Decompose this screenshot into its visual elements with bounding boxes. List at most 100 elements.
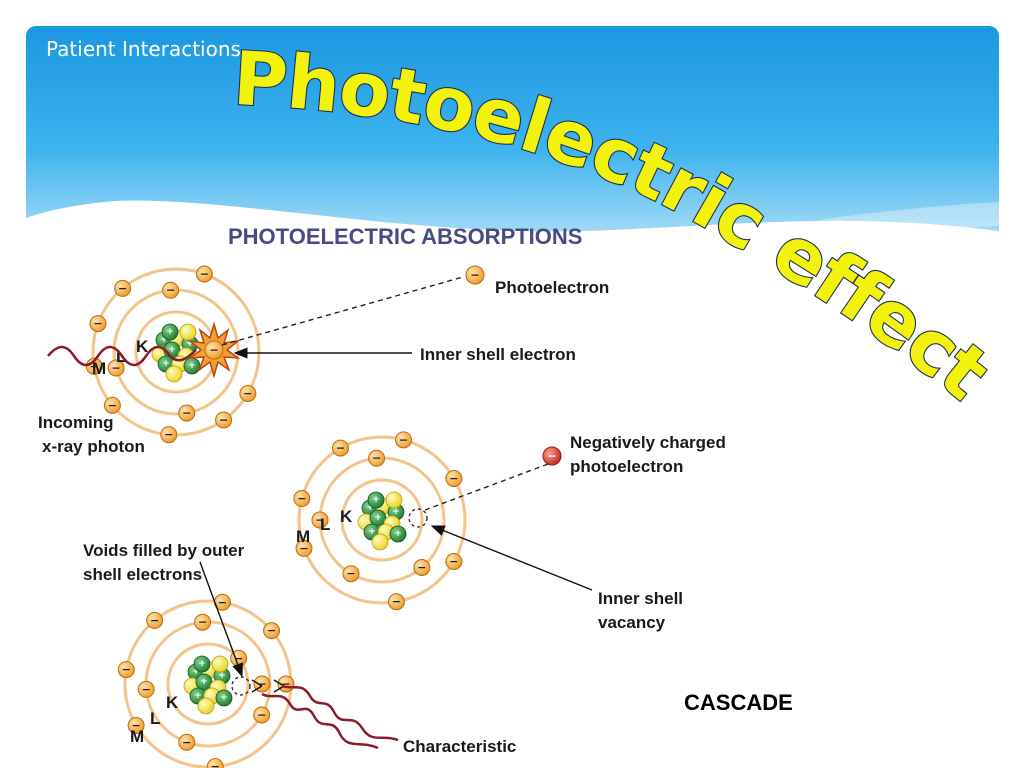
electron-sign: −	[449, 472, 458, 485]
proton-sign: +	[188, 361, 196, 371]
proton-sign: +	[394, 529, 402, 539]
electron-sign: −	[299, 542, 308, 555]
orbit-k	[166, 642, 250, 726]
proton	[193, 655, 211, 673]
proton-sign: +	[366, 503, 374, 513]
proton-sign: +	[218, 671, 226, 681]
electron-sign: −	[346, 567, 355, 580]
electron	[137, 680, 155, 698]
proton-sign: +	[192, 667, 200, 677]
atom-cascade: ++++++−−−−−−−−−−−MLK−−	[117, 593, 295, 768]
electron	[387, 593, 405, 611]
electron	[127, 717, 145, 734]
shell-label-m: M	[130, 727, 144, 746]
electron-sign: −	[200, 268, 209, 281]
proton-sign: +	[198, 659, 206, 669]
neutron	[211, 655, 229, 673]
svg-text:−: −	[470, 269, 479, 282]
proton	[195, 673, 213, 691]
proton-sign: +	[392, 507, 400, 517]
neutron	[179, 323, 197, 341]
electron-sign: −	[417, 561, 426, 574]
photoelectron-icon: −	[465, 265, 485, 285]
electron	[160, 426, 178, 444]
electron-sign: −	[297, 492, 306, 505]
electron-sign: −	[209, 344, 218, 357]
electron	[89, 315, 107, 333]
electron	[263, 622, 281, 640]
proton-sign: +	[168, 345, 176, 355]
electron-sign: −	[399, 433, 408, 446]
electron-sign: −	[93, 317, 102, 330]
label-incoming-1: Incoming	[38, 413, 114, 432]
label-negatively-charged-1: Negatively charged	[570, 433, 726, 452]
electron-sign: −	[150, 614, 159, 627]
nucleus: ++++++	[357, 491, 407, 551]
shell-label-l: L	[150, 709, 160, 728]
electron	[117, 661, 135, 679]
electron-sign: −	[112, 362, 121, 375]
shell-label-k: K	[166, 693, 179, 712]
electron	[342, 565, 360, 583]
electron-sign: −	[392, 595, 401, 608]
electron	[413, 558, 431, 576]
orbit-m	[297, 435, 467, 605]
proton	[161, 323, 179, 341]
label-negatively-charged-2: photoelectron	[570, 457, 683, 476]
negative-photoelectron-icon: −	[542, 446, 562, 466]
electron	[311, 511, 329, 529]
label-voids-1: Voids filled by outer	[83, 541, 245, 560]
electron-sign: −	[336, 442, 345, 455]
proton	[389, 525, 407, 543]
proton	[215, 689, 233, 707]
electron	[445, 553, 463, 570]
proton-sign: +	[374, 513, 382, 523]
electron	[85, 357, 103, 375]
label-inner-shell-vacancy-2: vacancy	[598, 613, 666, 632]
neutron	[371, 533, 389, 551]
header-banner	[26, 26, 999, 266]
electron	[295, 539, 313, 557]
proton	[367, 491, 385, 509]
characteristic-wave-1	[261, 692, 379, 750]
shell-label-m: M	[92, 359, 106, 378]
label-inner-shell-electron: Inner shell electron	[420, 345, 576, 364]
electron-sign: −	[118, 282, 127, 295]
proton-sign: +	[200, 677, 208, 687]
proton-sign: +	[220, 693, 228, 703]
electron	[178, 733, 196, 751]
electron-sign: −	[90, 360, 99, 373]
electron	[162, 281, 180, 299]
nucleus: ++++++	[183, 655, 233, 715]
header-title: Patient Interactions	[46, 37, 241, 61]
electron-sign: −	[281, 678, 290, 691]
electron	[368, 449, 386, 467]
electron-sign: −	[182, 736, 191, 749]
proton	[369, 509, 387, 527]
cascade-label: CASCADE	[684, 690, 793, 715]
electron	[445, 470, 463, 487]
shell-label-l: L	[320, 515, 330, 534]
shell-label-k: K	[340, 507, 353, 526]
electron	[103, 396, 121, 414]
electron	[107, 359, 125, 377]
electron	[215, 411, 233, 429]
shell-label-k: K	[136, 337, 149, 356]
electron	[394, 431, 412, 449]
electron	[114, 279, 132, 297]
characteristic-wave-2	[281, 684, 399, 742]
proton-sign: +	[186, 339, 194, 349]
electron-sign: −	[257, 678, 266, 691]
neutron	[165, 365, 183, 383]
electron-sign: −	[182, 407, 191, 420]
label-photoelectron: Photoelectron	[495, 278, 609, 297]
electron-sign: −	[198, 616, 207, 629]
neutron	[385, 491, 403, 509]
electron-sign: −	[122, 663, 131, 676]
electron	[178, 404, 196, 422]
proton-sign: +	[162, 359, 170, 369]
electron-sign: −	[166, 284, 175, 297]
proton-sign: +	[372, 495, 380, 505]
electron-sign: −	[218, 596, 227, 609]
